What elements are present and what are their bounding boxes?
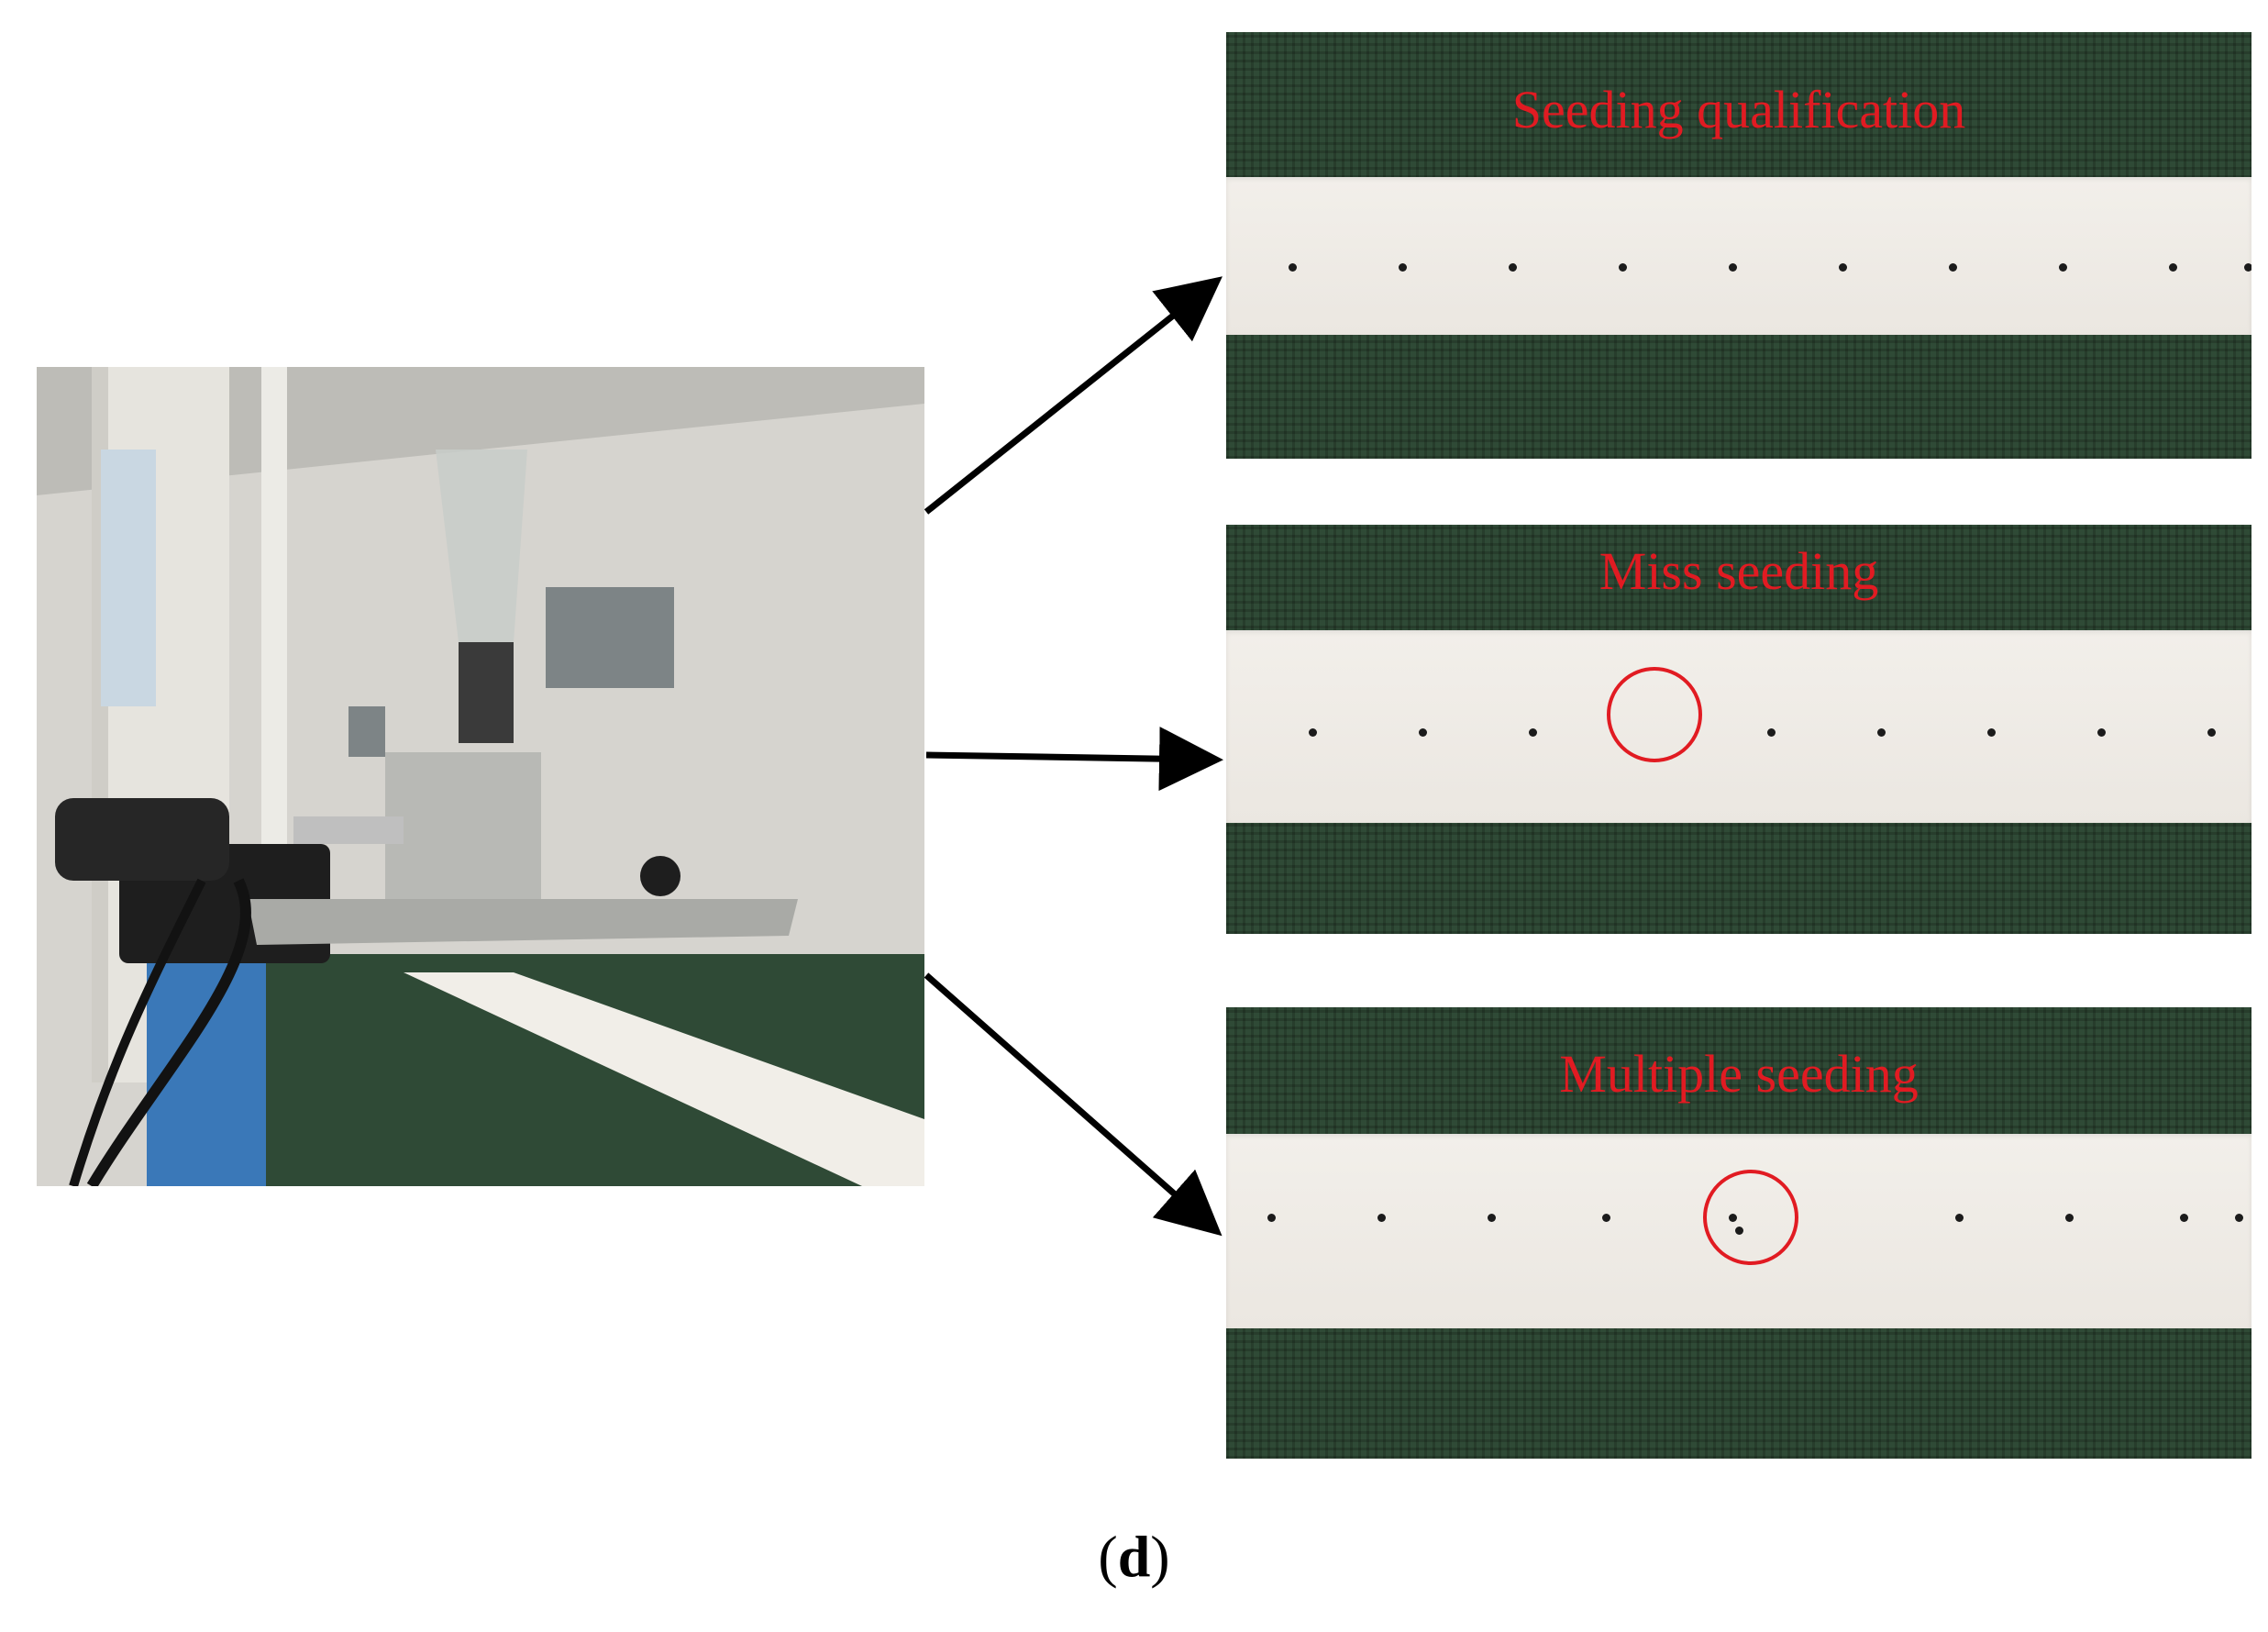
seed-dot (1735, 1227, 1743, 1235)
miss-highlight-circle (1607, 667, 1702, 762)
seed-dot (1767, 728, 1776, 737)
panel-miss-seeding: Miss seeding (1226, 525, 2251, 934)
caption-open: ( (1098, 1524, 1118, 1589)
seed-dot (1529, 728, 1537, 737)
seed-dot (1488, 1214, 1496, 1222)
seed-dot (1289, 263, 1297, 272)
seed-dot (1729, 263, 1737, 272)
panel-seeding-qualification: Seeding qualification (1226, 32, 2251, 459)
caption-close: ) (1150, 1524, 1170, 1589)
panel-multiple-seeding: Multiple seeding (1226, 1007, 2251, 1459)
panel-label: Miss seeding (1599, 541, 1879, 601)
caption-letter: d (1117, 1524, 1151, 1589)
seed-tape-strip (1226, 630, 2251, 823)
seed-dot (1267, 1214, 1276, 1222)
multiple-highlight-circle (1703, 1170, 1798, 1265)
seed-dot (1602, 1214, 1610, 1222)
panel-label: Multiple seeding (1559, 1044, 1919, 1104)
seed-dot (1949, 263, 1957, 272)
seed-dot (1509, 263, 1517, 272)
seed-dot (1309, 728, 1317, 737)
seed-dot (1877, 728, 1886, 737)
seed-dot (2065, 1214, 2074, 1222)
seeding-machine-photo (37, 367, 924, 1186)
seed-dot (1399, 263, 1407, 272)
seeding-machine-illustration (37, 367, 924, 1186)
seed-dot (1619, 263, 1627, 272)
seed-dot (2207, 728, 2216, 737)
seed-dot (1729, 1214, 1737, 1222)
seed-dot (1377, 1214, 1386, 1222)
seed-tape-strip (1226, 177, 2251, 335)
panel-label: Seeding qualification (1511, 80, 1966, 139)
seed-dot (2169, 263, 2177, 272)
arrow-to-qualification (924, 276, 1223, 515)
seed-dot (2059, 263, 2067, 272)
arrow-to-miss (925, 727, 1223, 792)
seed-dot (1419, 728, 1427, 737)
seed-dot (1987, 728, 1996, 737)
seed-dot (2180, 1214, 2188, 1222)
figure-caption: (d) (0, 1523, 2268, 1591)
seed-dot (1839, 263, 1847, 272)
arrow-to-multiple (924, 972, 1223, 1237)
seed-dot (2235, 1214, 2243, 1222)
seed-dot (2097, 728, 2106, 737)
seed-dot (1955, 1214, 1964, 1222)
seed-dot (2244, 263, 2251, 272)
